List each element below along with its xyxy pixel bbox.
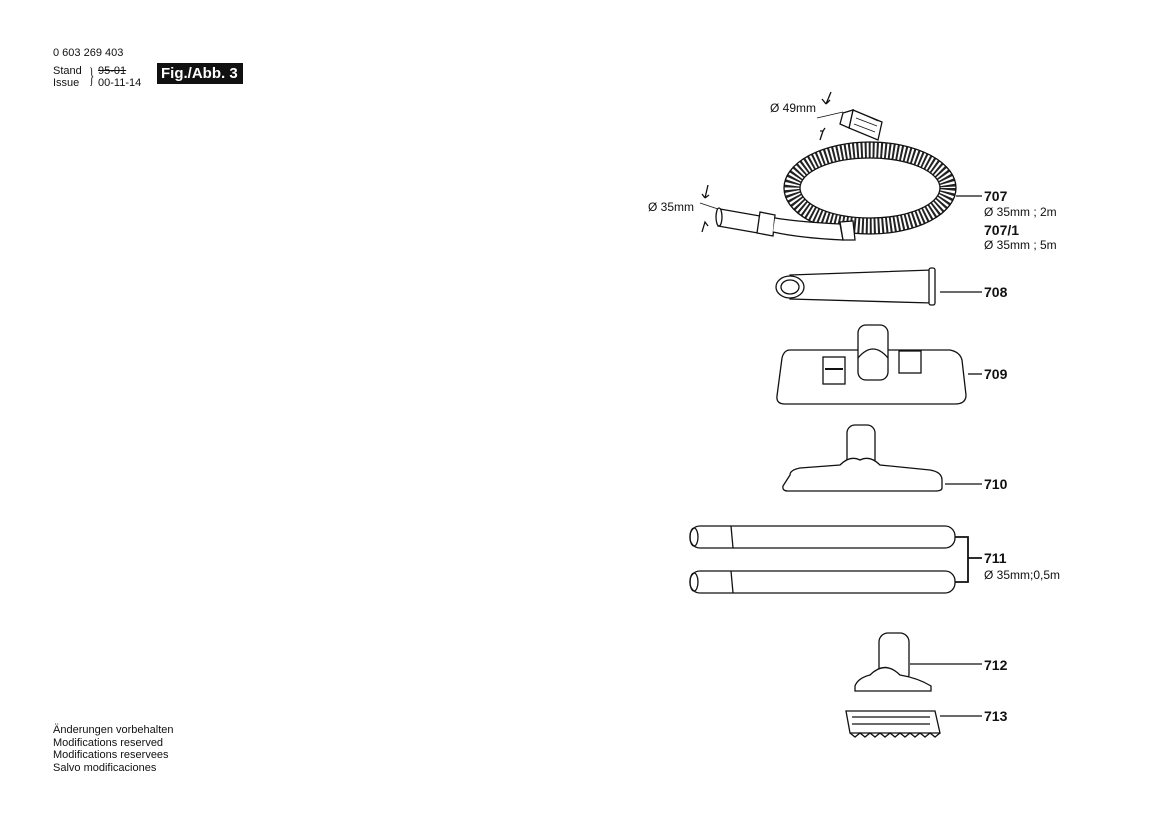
part-709-id: 709: [984, 366, 1008, 382]
part-711-desc: Ø 35mm;0,5m: [984, 568, 1061, 582]
part-number: 0 603 269 403: [53, 47, 124, 59]
part-707-1-id: 707/1: [984, 222, 1020, 238]
part-707-desc: Ø 35mm ; 2m: [984, 205, 1057, 219]
dimension-35mm: Ø 35mm: [648, 200, 695, 214]
part-712-id: 712: [984, 657, 1008, 673]
part-713-id: 713: [984, 708, 1008, 724]
modifications-notice: Änderungen vorbehalten Modifications res…: [53, 724, 173, 774]
small-nozzle-icon: [854, 632, 932, 692]
figure-label: Fig./Abb. 3: [157, 63, 243, 84]
part-707-1-desc: Ø 35mm ; 5m: [984, 238, 1057, 252]
dimension-49mm: Ø 49mm: [770, 101, 817, 115]
bracket-711: [955, 536, 982, 583]
notice-en: Modifications reserved: [53, 736, 164, 749]
part-710-id: 710: [984, 476, 1008, 492]
stand-label: Stand: [53, 65, 82, 77]
stand-issue-dates: 95-01 00-11-14: [98, 65, 141, 89]
part-708-id: 708: [984, 284, 1008, 300]
wide-nozzle-icon: [782, 424, 943, 492]
hose-icon: [699, 91, 957, 241]
crevice-nozzle-icon: [775, 267, 936, 306]
stand-issue-labels: Stand Issue: [53, 65, 82, 89]
stand-date: 95-01: [98, 65, 127, 77]
part-707-id: 707: [984, 188, 1008, 204]
notice-de: Änderungen vorbehalten: [53, 724, 174, 736]
extension-tube-icon: [689, 525, 956, 594]
issue-label: Issue: [53, 77, 80, 89]
brace-icon: }: [89, 63, 95, 88]
floor-nozzle-icon: [776, 324, 967, 405]
notice-fr: Modifications reservees: [53, 749, 169, 761]
part-711-id: 711: [984, 550, 1007, 566]
notice-es: Salvo modificaciones: [53, 761, 157, 774]
brush-nozzle-icon: [845, 710, 941, 738]
issue-date: 00-11-14: [98, 77, 142, 89]
